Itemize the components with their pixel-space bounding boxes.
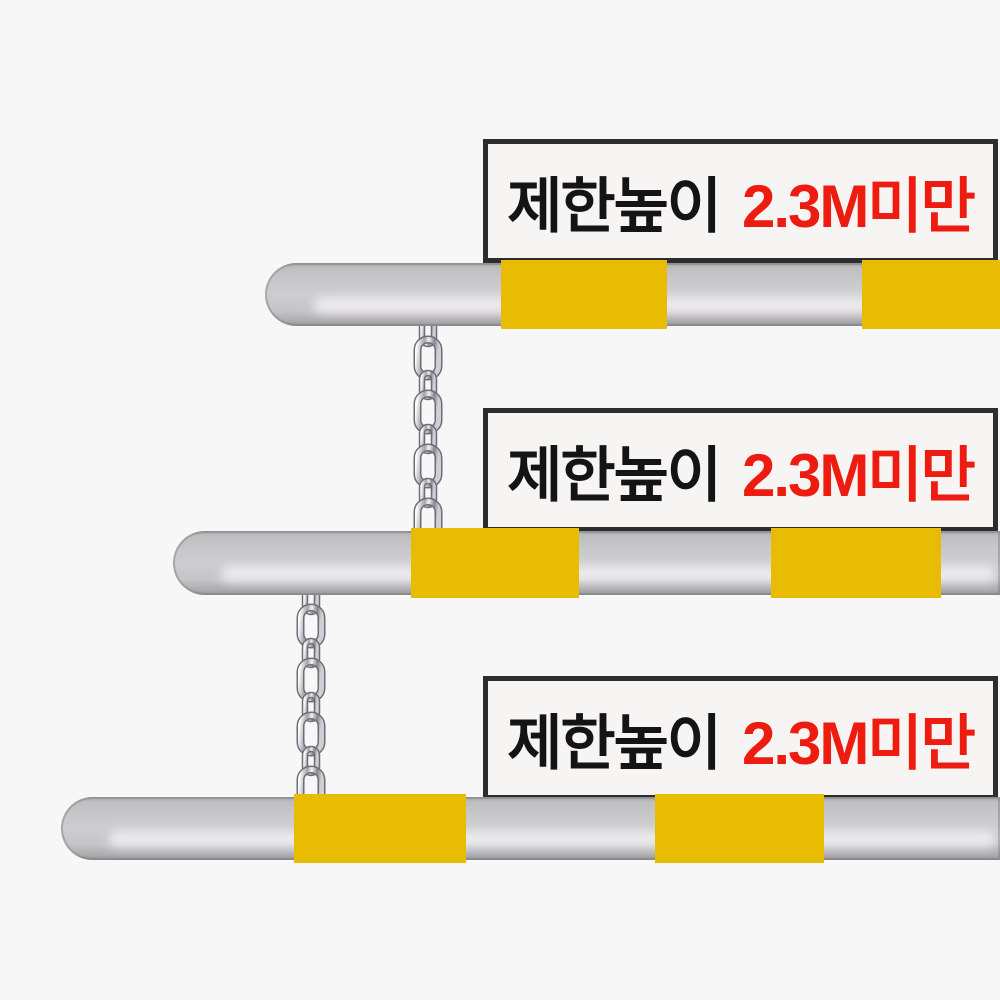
height-limit-sign-middle: 제한높이 2.3M미만 <box>483 408 998 532</box>
height-limit-sign-top: 제한높이 2.3M미만 <box>483 139 998 263</box>
yellow-stripe <box>411 528 579 598</box>
yellow-stripe <box>771 528 941 598</box>
sign-text-value: 2.3M미만 <box>742 709 976 777</box>
sign-text-prefix: 제한높이 <box>507 441 722 509</box>
sign-text-value: 2.3M미만 <box>742 441 976 509</box>
barrier-bar-bottom <box>61 794 1000 863</box>
sign-text-value: 2.3M미만 <box>742 172 976 240</box>
yellow-stripe <box>655 794 824 863</box>
height-limit-sign-bottom: 제한높이 2.3M미만 <box>483 676 998 800</box>
chain-icon <box>279 592 343 804</box>
barrier-bar-middle <box>173 528 1000 598</box>
yellow-stripe <box>501 260 667 329</box>
sign-text-prefix: 제한높이 <box>507 709 722 777</box>
bar-highlight <box>109 831 996 848</box>
yellow-stripe <box>294 794 466 863</box>
barrier-bar-top <box>265 260 1000 329</box>
sign-text-prefix: 제한높이 <box>507 172 722 240</box>
yellow-stripe <box>862 260 1000 329</box>
chain-icon <box>396 324 460 536</box>
